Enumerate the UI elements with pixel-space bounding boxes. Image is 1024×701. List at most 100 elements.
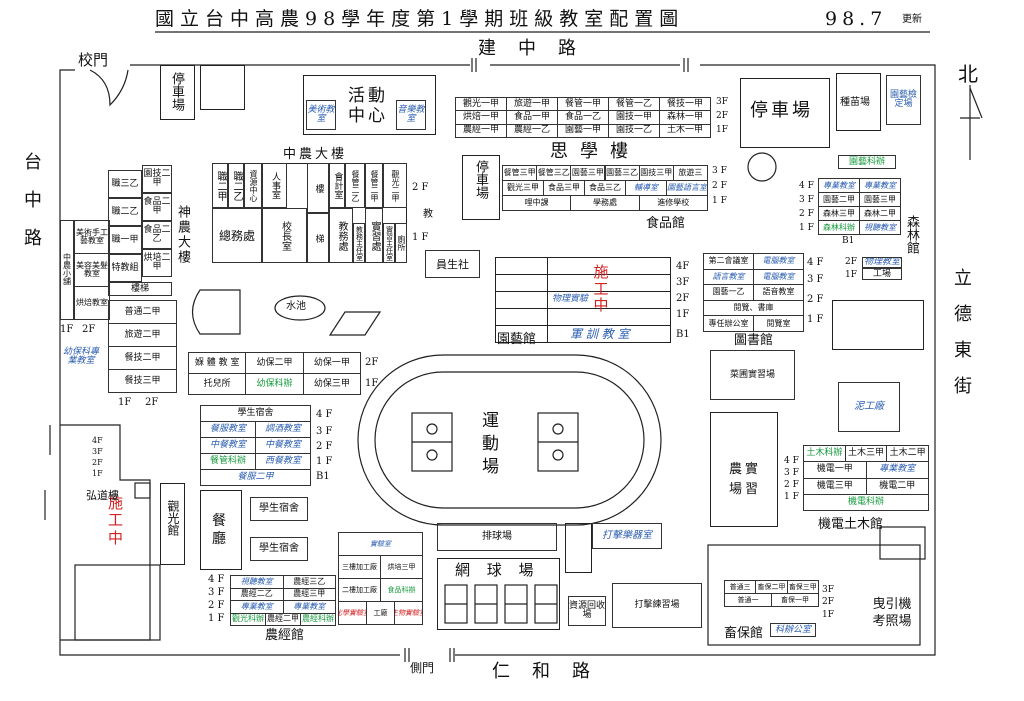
classroom: 烘焙教室 (74, 286, 110, 320)
classroom: 二樓加工廠 (338, 578, 381, 602)
classroom: 美容美髮教室 (74, 253, 110, 287)
veg-field: 菜圃實習場 (710, 350, 795, 400)
classroom: 食品三甲 (543, 180, 585, 196)
room: 職二乙 (228, 163, 244, 208)
room: 會計室 (329, 163, 345, 208)
north-arrow-icon: 北 (958, 62, 978, 86)
classroom: 語言教室 (703, 268, 754, 286)
room: 職二甲 (212, 163, 228, 208)
classroom: 農經三乙 (282, 575, 336, 589)
tractor-field: 曳引機考照場 (872, 597, 912, 629)
classroom: 食品二乙 (142, 221, 172, 249)
classroom: 普通二甲 (108, 300, 177, 324)
classroom: 旅遊三 (672, 165, 708, 181)
parking-right (740, 78, 830, 148)
classroom: 餐管一甲 (557, 97, 609, 112)
horticulture-hall (495, 257, 671, 343)
pool: 水池 (286, 301, 306, 312)
volleyball-court: 排球場 (437, 523, 557, 551)
room: 實習主任室 (383, 223, 395, 263)
tourism-hall (160, 483, 185, 565)
farm-field (710, 412, 778, 527)
classroom: 土木三甲 (844, 445, 888, 463)
music-room: 音樂教室 (396, 100, 426, 130)
classroom: 中餐教室 (255, 437, 311, 454)
classroom: 農經二乙 (230, 587, 284, 601)
classroom: 職一甲 (108, 226, 142, 254)
road-top: 建中路 (478, 38, 598, 59)
classroom: 烘培二甲 (142, 249, 172, 277)
road-left: 台中路 (21, 152, 42, 266)
shennong-title: 神農大樓 (175, 205, 190, 265)
forestry-hall: 森林館 (904, 215, 919, 254)
percussion-room: 打擊樂器室 (592, 523, 662, 549)
cert-field: 園藝檢定場 (886, 75, 921, 125)
classroom: 普通一 (724, 593, 772, 607)
room: 人事室 (262, 163, 287, 208)
classroom: 機電一甲 (803, 461, 867, 479)
art-room: 美術教室 (306, 100, 336, 130)
road-right: 立德東街 (951, 268, 972, 412)
classroom: 中餐教室 (200, 437, 256, 454)
nongjing-title: 農經館 (265, 628, 305, 643)
classroom: 機電三甲 (803, 477, 867, 495)
classroom: 園技一甲 (608, 110, 660, 125)
classroom: 農經一乙 (506, 123, 558, 138)
classroom: 專業教室 (818, 178, 860, 193)
room: 觀光二甲 (383, 163, 407, 208)
classroom: 園藝三甲 (859, 192, 901, 207)
classroom: 農經科辦 (300, 612, 336, 626)
classroom: 專業教室 (230, 600, 284, 614)
classroom: 畜保一甲 (771, 593, 819, 607)
classroom: 幼保二甲 (245, 352, 304, 374)
sixue-parking (462, 155, 500, 220)
batting-field: 打擊練習場 (612, 583, 702, 628)
room: 教務主任室 (353, 223, 365, 263)
classroom: 閱覽、書庫 (703, 299, 804, 317)
classroom: 電腦教室 (753, 268, 804, 286)
classroom: 普通三 (724, 580, 757, 594)
construction-left: 施工中 (108, 494, 124, 547)
classroom: 餐服教室 (200, 421, 256, 438)
classroom: 專業教室 (865, 461, 929, 479)
recycle-yard: 資源回收場 (568, 596, 606, 626)
classroom: 學生宿舍 (200, 405, 311, 422)
classroom: 職三乙 (108, 170, 142, 198)
classroom: 園藝三甲 (570, 165, 606, 181)
classroom: 美術手工藝教室 (74, 220, 110, 254)
classroom: 幼保三甲 (302, 373, 361, 395)
classroom: 三樓加工廠 (338, 555, 381, 579)
xumu-title: 畜保館 (724, 626, 764, 641)
classroom: 工廠 (366, 601, 395, 625)
classroom: 實驗室 (338, 532, 423, 556)
room: 樓 (307, 163, 329, 213)
classroom: 專業教室 (859, 178, 901, 193)
gardening-office: 園藝科辦 (838, 155, 896, 169)
classroom: 園藝三乙 (604, 165, 640, 181)
main-gate: 校門 (78, 51, 109, 69)
construction-label: 施工中 (593, 263, 609, 314)
classroom: 專業教室 (282, 600, 336, 614)
classroom: 專任辦公室 (703, 315, 754, 332)
classroom: 農經一甲 (455, 123, 507, 138)
room: 總務處 (212, 208, 262, 263)
classroom: 電腦教室 (753, 253, 804, 270)
food-hall: 食品館 (646, 216, 686, 231)
classroom: 食品二甲 (142, 193, 172, 221)
classroom: 哩中課 (502, 195, 572, 211)
dorm-small-1: 學生宿舍 (250, 497, 308, 521)
library-title: 圖書館 (734, 333, 774, 348)
classroom: 餐管三乙 (536, 165, 572, 181)
classroom: 視聽教室 (230, 575, 284, 589)
classroom: 餐管三甲 (502, 165, 538, 181)
side-gate: 側門 (410, 661, 435, 675)
classroom: 園技一乙 (608, 123, 660, 138)
room: 教務處 (329, 208, 353, 263)
classroom: 農經三甲 (282, 587, 336, 601)
classroom: 烘焙一甲 (455, 110, 507, 125)
canteen (200, 490, 242, 570)
road-bottom: 仁和路 (492, 661, 612, 682)
class-grid-north: 觀光一甲旅遊一甲餐管一甲餐管一乙餐技一甲烘焙一甲食品一甲食品一乙園技一甲森林一甲… (455, 97, 711, 138)
